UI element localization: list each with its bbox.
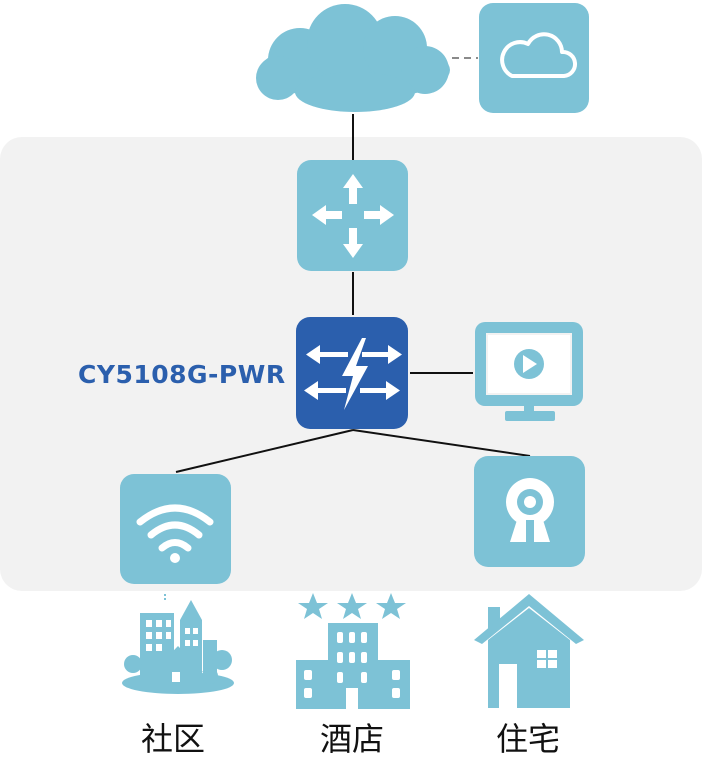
community-icon [122, 594, 234, 694]
connection-lines [175, 114, 531, 473]
link-switch-ap [175, 429, 354, 473]
scenario-label-community: 社区 [140, 720, 205, 758]
switch-model-label: CY5108G-PWR [78, 360, 286, 389]
house-icon [474, 594, 584, 708]
scenario-label-residence: 住宅 [495, 720, 560, 758]
hotel-icon [296, 593, 410, 709]
ip-camera-icon [474, 456, 585, 567]
router-icon [297, 160, 408, 271]
scenario-label-hotel: 酒店 [319, 720, 384, 758]
link-switch-camera [352, 429, 531, 457]
internet-cloud-icon [256, 4, 450, 112]
cloud-service-icon [479, 3, 589, 113]
monitor-icon [475, 322, 583, 421]
wifi-ap-icon [120, 474, 231, 584]
switch-icon [296, 317, 408, 429]
